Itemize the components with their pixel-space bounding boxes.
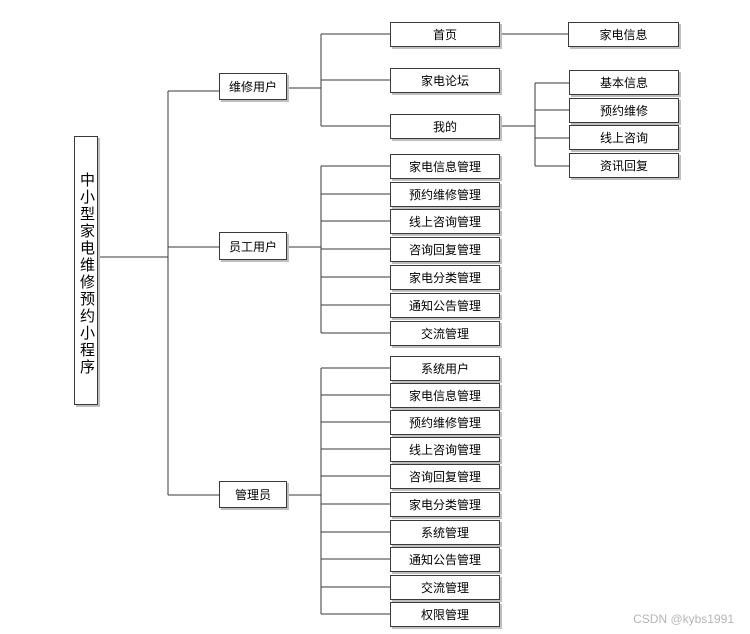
repair-item-home: 首页	[390, 22, 500, 47]
admin-item: 权限管理	[390, 602, 500, 627]
role-staff-user: 员工用户	[219, 232, 287, 260]
mine-sub-online-consult: 线上咨询	[569, 125, 679, 150]
staff-item: 交流管理	[390, 321, 500, 346]
role-admin: 管理员	[219, 481, 287, 508]
staff-item: 咨询回复管理	[390, 237, 500, 262]
home-sub-appliance-info: 家电信息	[568, 22, 679, 47]
staff-item: 家电分类管理	[390, 265, 500, 290]
admin-item: 咨询回复管理	[390, 464, 500, 489]
admin-item: 交流管理	[390, 575, 500, 600]
admin-item: 系统管理	[390, 520, 500, 545]
staff-item: 通知公告管理	[390, 293, 500, 318]
admin-item: 系统用户	[390, 356, 500, 381]
repair-item-mine: 我的	[390, 114, 500, 139]
mine-sub-basic-info: 基本信息	[569, 70, 679, 95]
repair-item-forum: 家电论坛	[390, 68, 500, 93]
watermark: CSDN @kybs1991	[633, 612, 734, 626]
role-repair-user: 维修用户	[219, 73, 287, 100]
mine-sub-news-reply: 资讯回复	[569, 153, 679, 178]
staff-item: 线上咨询管理	[390, 209, 500, 234]
staff-item: 预约维修管理	[390, 182, 500, 207]
admin-item: 家电分类管理	[390, 492, 500, 517]
admin-item: 家电信息管理	[390, 383, 500, 408]
root-node: 中小型家电维修预约小程序	[74, 136, 98, 405]
admin-item: 通知公告管理	[390, 547, 500, 572]
mine-sub-book-repair: 预约维修	[569, 98, 679, 123]
admin-item: 预约维修管理	[390, 410, 500, 435]
admin-item: 线上咨询管理	[390, 437, 500, 462]
staff-item: 家电信息管理	[390, 154, 500, 179]
